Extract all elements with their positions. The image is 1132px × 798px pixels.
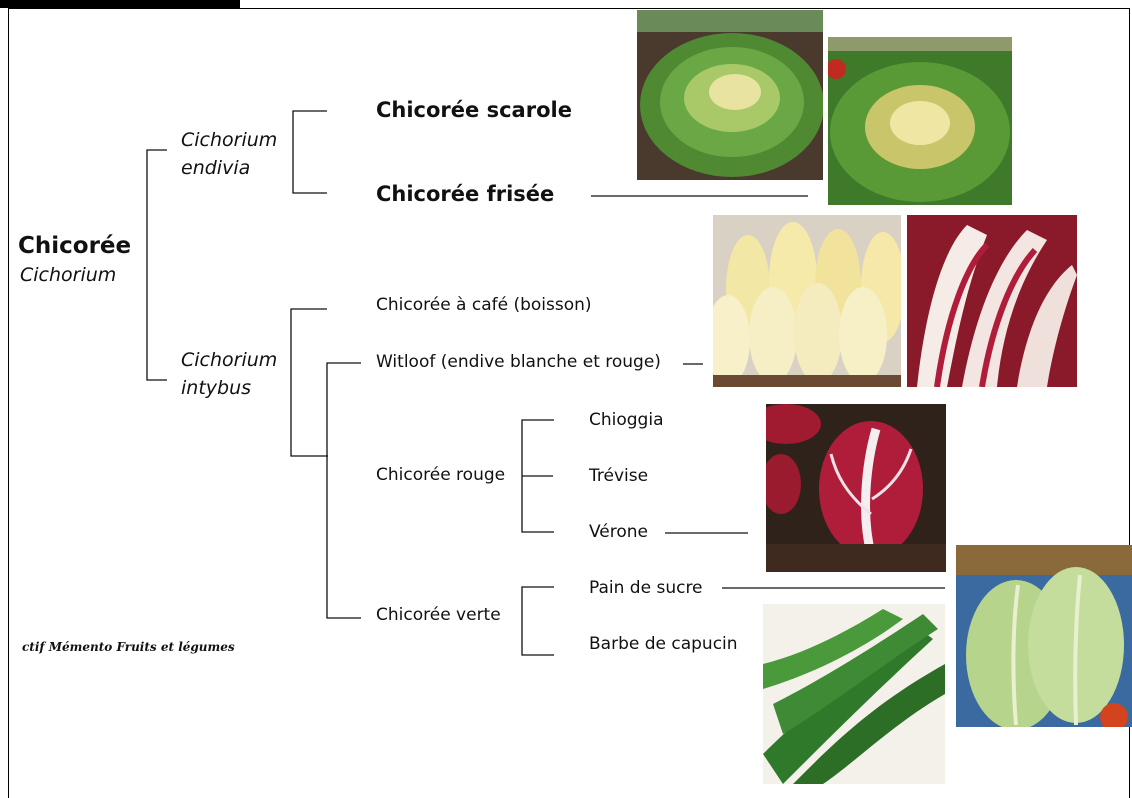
photo-pain-de-sucre (956, 545, 1132, 727)
variety-verte: Chicorée verte (376, 605, 501, 625)
variety-scarole: Chicorée scarole (376, 98, 572, 122)
photo-witloof-white (713, 215, 901, 387)
type-chioggia: Chioggia (589, 410, 664, 430)
photo-barbe-de-capucin (763, 604, 945, 784)
type-barbe-de-capucin: Barbe de capucin (589, 634, 738, 654)
species-intybus-line2: intybus (181, 377, 251, 399)
type-verone: Vérone (589, 522, 648, 542)
photo-scarole (637, 10, 823, 180)
variety-frisee: Chicorée frisée (376, 182, 554, 206)
photo-frisee (828, 37, 1012, 205)
variety-witloof: Witloof (endive blanche et rouge) (376, 352, 661, 372)
species-endivia-line2: endivia (181, 157, 250, 179)
photo-chioggia (766, 404, 946, 572)
variety-rouge: Chicorée rouge (376, 465, 505, 485)
photo-witloof-red (907, 215, 1077, 387)
root-name: Chicorée (18, 233, 131, 259)
root-latin-name: Cichorium (20, 264, 116, 286)
species-endivia-line1: Cichorium (181, 129, 277, 151)
type-pain-de-sucre: Pain de sucre (589, 578, 703, 598)
species-intybus-line1: Cichorium (181, 349, 277, 371)
type-trevise: Trévise (589, 466, 648, 486)
credit-caption: ctif Mémento Fruits et légumes (22, 640, 235, 654)
variety-cafe: Chicorée à café (boisson) (376, 295, 592, 315)
